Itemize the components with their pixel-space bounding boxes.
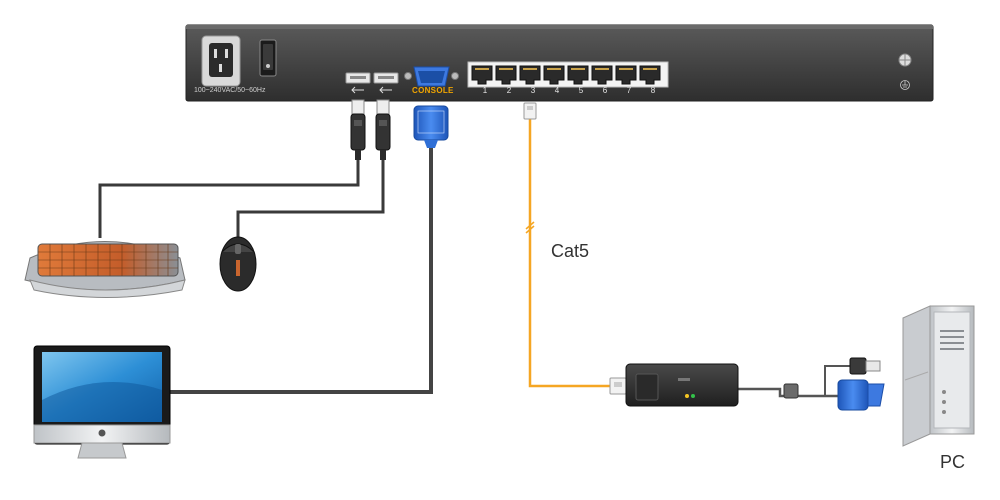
usb-plug-mouse	[375, 99, 391, 160]
rj45-port-8	[639, 65, 661, 85]
port-number-2: 2	[506, 86, 512, 95]
port-number-4: 4	[554, 86, 560, 95]
power-switch-icon	[259, 39, 277, 77]
monitor-cable	[168, 145, 433, 394]
port-number-3: 3	[530, 86, 536, 95]
vga-console-port	[404, 66, 459, 87]
rj45-port-1	[471, 65, 493, 85]
cat5-cable	[525, 118, 612, 388]
rj45-port-7	[615, 65, 637, 85]
pc-label: PC	[940, 452, 966, 472]
apple-logo-icon	[98, 429, 106, 437]
port-number-7: 7	[626, 86, 632, 95]
vga-plug-pc	[837, 379, 885, 411]
port-number-6: 6	[602, 86, 608, 95]
console-label: CONSOLE	[412, 86, 454, 95]
usb-symbol-icon	[351, 86, 392, 94]
rj45-port-6	[591, 65, 613, 85]
keyboard-cable	[98, 160, 360, 238]
port-number-8: 8	[650, 86, 656, 95]
usb-plug-pc	[849, 357, 881, 375]
dongle-to-pc-cable	[738, 365, 850, 398]
port-number-5: 5	[578, 86, 584, 95]
mouse-cable	[236, 160, 385, 240]
rj45-port-2	[495, 65, 517, 85]
usb-plug-keyboard	[350, 99, 366, 160]
cpu-module-dongle	[625, 363, 739, 407]
power-rating-label: 100~240VAC/50~60Hz	[194, 87, 266, 94]
rj45-plug-dongle	[609, 377, 627, 395]
mouse-icon	[219, 236, 257, 292]
usb-port-1	[345, 72, 371, 84]
usb-port-2	[373, 72, 399, 84]
ferrite-core	[783, 383, 799, 399]
keyboard-icon	[24, 241, 186, 298]
port-number-1: 1	[482, 86, 488, 95]
rj45-port-5	[567, 65, 589, 85]
rj45-plug	[523, 102, 537, 120]
power-inlet-icon	[201, 35, 241, 87]
ground-terminal-icon	[898, 53, 912, 90]
pc-tower-icon	[902, 305, 975, 447]
vga-plug	[413, 105, 449, 148]
rj45-port-3	[519, 65, 541, 85]
monitor-icon	[33, 345, 171, 459]
cat5-label: Cat5	[551, 241, 590, 261]
rj45-port-4	[543, 65, 565, 85]
